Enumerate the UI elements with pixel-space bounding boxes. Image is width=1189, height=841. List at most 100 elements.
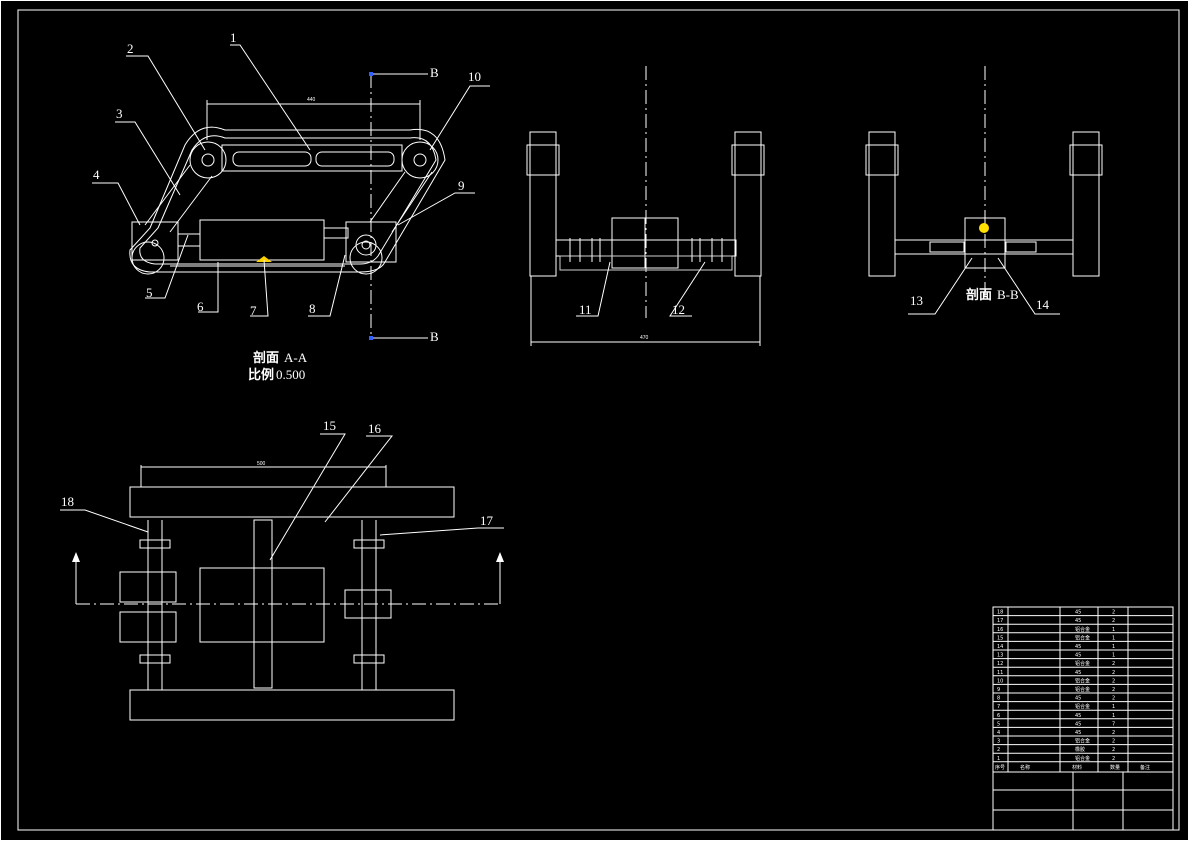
view-bb: 13 14 剖面 B-B <box>865 66 1103 315</box>
slot-right <box>315 151 395 167</box>
track-right-bb <box>1072 131 1100 277</box>
view-aa: B B 440 1 2 3 4 5 6 7 8 9 10 剖面 A- <box>92 30 490 383</box>
bom-cell-material: 45 <box>1075 696 1081 702</box>
bom-header-note: 备注 <box>1140 764 1150 771</box>
slot-left <box>232 151 312 167</box>
caption-section-bb-id: B-B <box>997 287 1019 302</box>
caption-section-bb: 剖面 <box>966 287 992 303</box>
track-left-bb <box>868 131 896 277</box>
balloon-7: 7 <box>250 303 257 318</box>
balloon-17: 17 <box>480 513 494 528</box>
bom-cell-qty: 1 <box>1112 713 1115 719</box>
bom-header-no: 序号 <box>995 764 1005 771</box>
bom-cell-no: 10 <box>997 678 1003 684</box>
bom-cell-material: 铝合金 <box>1075 703 1090 710</box>
balloon-5: 5 <box>146 285 153 300</box>
bom-cell-qty: 7 <box>1112 721 1115 727</box>
bom-cell-no: 13 <box>997 653 1003 659</box>
bom-cell-qty: 2 <box>1112 687 1115 693</box>
dimension-470: 470 <box>640 335 649 341</box>
pulley-left <box>189 141 227 179</box>
track-left <box>529 131 557 277</box>
bom-header-name: 名称 <box>1020 764 1030 771</box>
bom-cell-qty: 2 <box>1112 618 1115 624</box>
dimension-440: 440 <box>307 97 316 103</box>
dimension-500: 500 <box>257 461 266 467</box>
block-left <box>131 221 179 261</box>
center-block-bb <box>964 217 1006 269</box>
section-mark-b-bottom: B <box>430 329 439 344</box>
bom-cell-no: 11 <box>997 670 1003 676</box>
bom-cell-material: 45 <box>1075 618 1081 624</box>
bom-cell-no: 18 <box>997 610 1003 616</box>
cylinder-top <box>199 567 325 643</box>
bom-cell-material: 铝合金 <box>1075 738 1090 745</box>
balloon-4: 4 <box>93 167 100 182</box>
bom-cell-material: 45 <box>1075 713 1081 719</box>
bom-cell-qty: 1 <box>1112 627 1115 633</box>
balloon-13: 13 <box>910 293 923 308</box>
upper-link <box>221 144 403 172</box>
bom-cell-material: 45 <box>1075 670 1081 676</box>
track-top <box>129 486 455 518</box>
bom-cell-qty: 2 <box>1112 610 1115 616</box>
balloon-8: 8 <box>309 301 316 316</box>
bom-cell-no: 6 <box>997 713 1000 719</box>
bom-cell-qty: 1 <box>1112 644 1115 650</box>
caption-section: 剖面 <box>253 350 279 366</box>
track-inner <box>139 135 437 265</box>
bom-header-material: 材料 <box>1072 764 1082 771</box>
bom-cell-qty: 2 <box>1112 696 1115 702</box>
view-top: 500 15 16 17 18 <box>60 418 504 721</box>
bom-cell-no: 2 <box>997 747 1000 753</box>
bom-cell-material: 橡胶 <box>1075 746 1085 753</box>
balloon-2: 2 <box>127 41 134 56</box>
bom-cell-material: 铝合金 <box>1075 626 1090 633</box>
balloon-1: 1 <box>230 30 237 45</box>
balloon-12: 12 <box>672 302 685 317</box>
bom-cell-no: 9 <box>997 687 1000 693</box>
bom-cell-no: 7 <box>997 704 1000 710</box>
bom-cell-material: 铝合金 <box>1075 634 1090 641</box>
track-outer <box>129 126 446 273</box>
bom-cell-no: 15 <box>997 635 1003 641</box>
bom-cell-no: 12 <box>997 661 1003 667</box>
axle-bb <box>894 239 1074 255</box>
balloon-15: 15 <box>323 418 336 433</box>
balloon-9: 9 <box>458 178 465 193</box>
section-mark-b-top: B <box>430 65 439 80</box>
bom-cell-material: 铝合金 <box>1075 677 1090 684</box>
inner-frame <box>17 9 1180 831</box>
cylinder-body <box>199 219 325 261</box>
wheel-left <box>131 241 165 275</box>
bom-cell-qty: 2 <box>1112 661 1115 667</box>
bom-cell-qty: 2 <box>1112 756 1115 762</box>
bom-cell-material: 45 <box>1075 644 1081 650</box>
view-front: 470 11 12 <box>526 66 765 346</box>
bom-cell-qty: 1 <box>1112 635 1115 641</box>
track-bottom <box>129 689 455 721</box>
bom-cell-no: 4 <box>997 730 1000 736</box>
caption-scale-value: 0.500 <box>276 367 305 382</box>
balloon-6: 6 <box>197 299 204 314</box>
balloon-3: 3 <box>116 106 123 121</box>
balloon-16: 16 <box>368 421 382 436</box>
bom-cell-qty: 2 <box>1112 678 1115 684</box>
balloon-14: 14 <box>1036 297 1050 312</box>
bom-cell-no: 1 <box>997 756 1000 762</box>
track-right <box>734 131 762 277</box>
bom-header-qty: 数量 <box>1110 764 1120 771</box>
pulley-right <box>401 141 439 179</box>
bom-cell-material: 45 <box>1075 610 1081 616</box>
bom-cell-material: 45 <box>1075 730 1081 736</box>
bom-cell-material: 铝合金 <box>1075 755 1090 762</box>
bom-cell-qty: 1 <box>1112 704 1115 710</box>
bom-cell-no: 8 <box>997 696 1000 702</box>
bom-cell-no: 5 <box>997 721 1000 727</box>
bom-cell-no: 14 <box>997 644 1003 650</box>
bom-cell-qty: 2 <box>1112 747 1115 753</box>
leg-left <box>144 164 213 233</box>
